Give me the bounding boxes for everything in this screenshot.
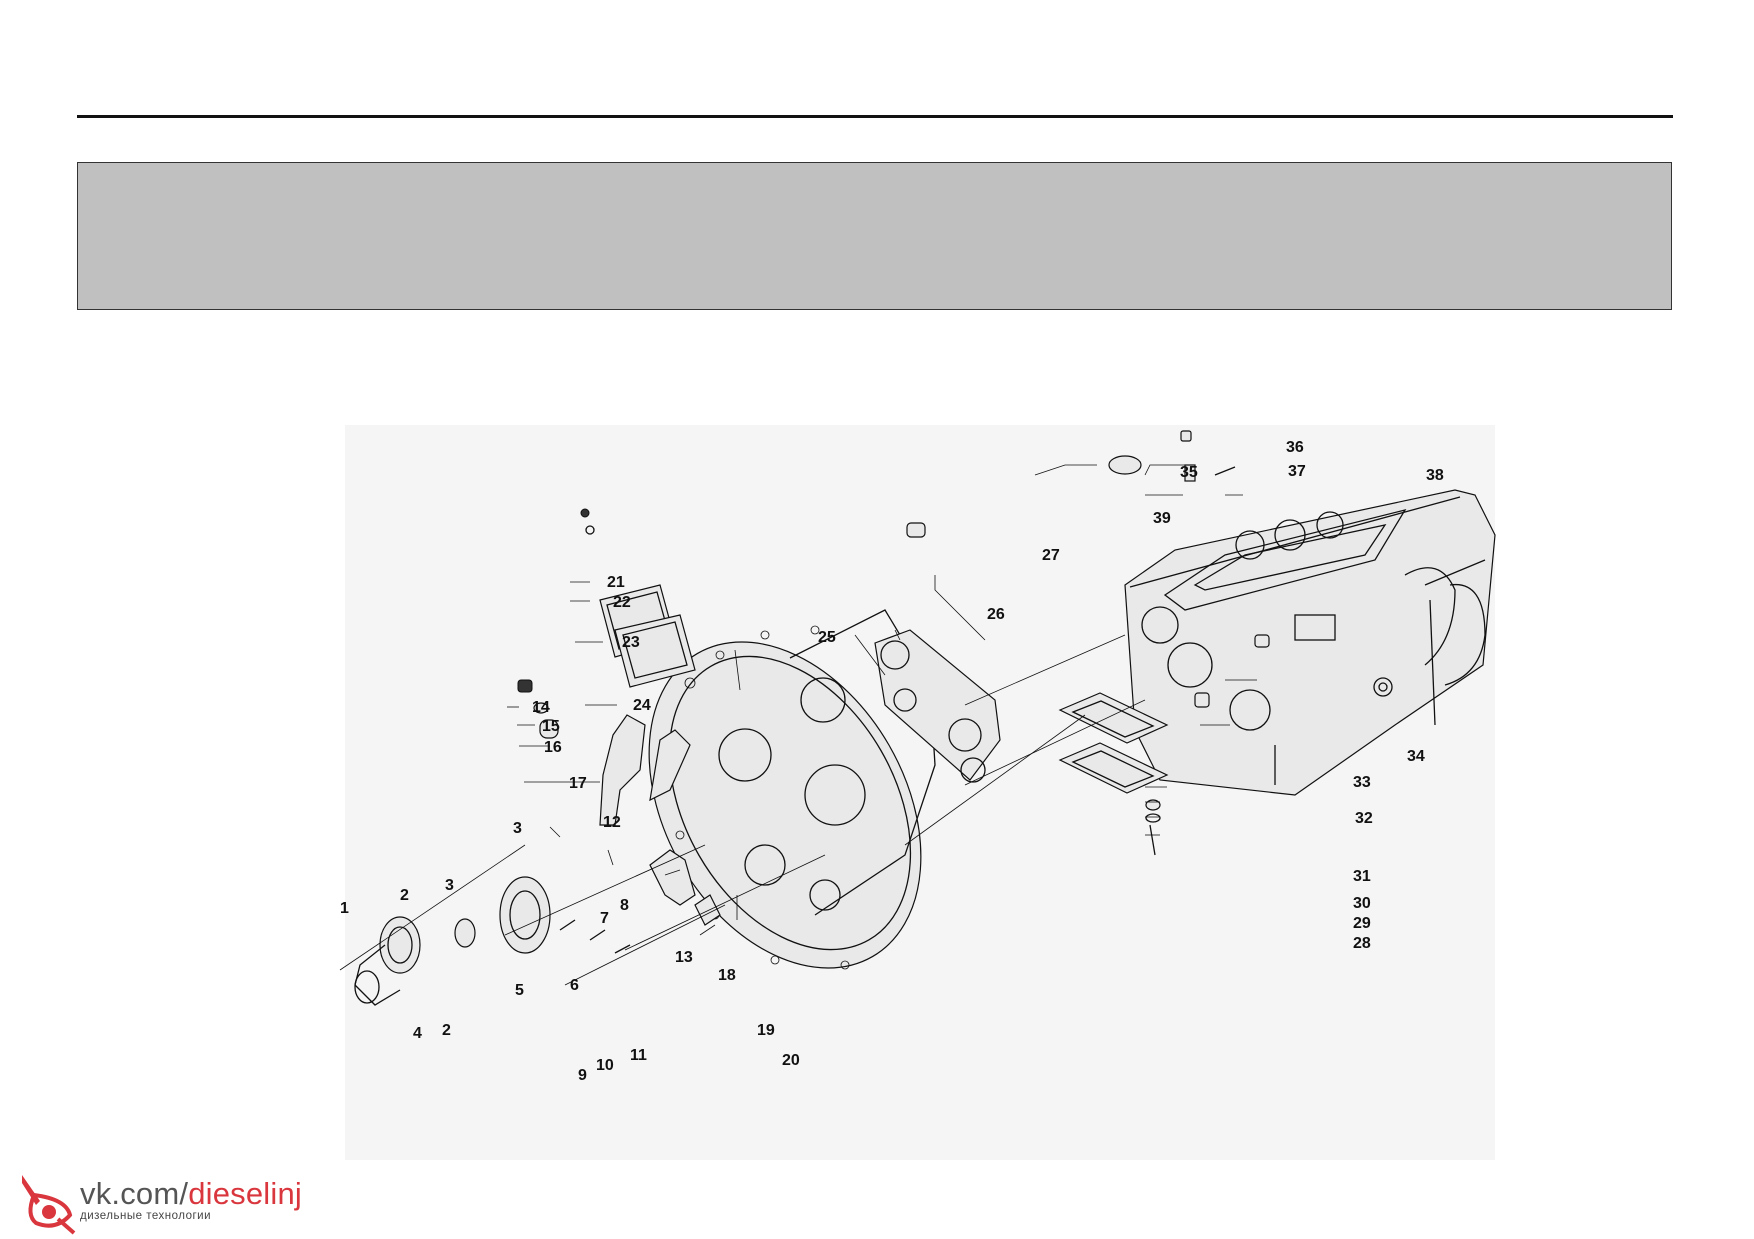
callout-5: 5 [515, 982, 524, 999]
callout-4: 4 [413, 1025, 422, 1042]
callout-26: 26 [987, 606, 1005, 623]
watermark: vk.com/dieselinj дизельные технологии [80, 1178, 302, 1223]
callout-6: 6 [570, 977, 579, 994]
callout-28: 28 [1353, 935, 1371, 952]
shift-fork [599, 714, 721, 926]
callout-24: 24 [633, 697, 651, 714]
callout-29: 29 [1353, 915, 1371, 932]
exploded-view-svg: 1 2 3 3 4 2 5 6 7 8 9 10 11 12 13 14 15 … [339, 430, 1496, 1084]
leader-lines [507, 464, 1257, 936]
callout-2a: 2 [400, 887, 409, 904]
callout-25: 25 [818, 629, 836, 646]
watermark-url-accent: dieselinj [188, 1176, 303, 1211]
callout-16: 16 [544, 739, 562, 756]
callout-21: 21 [607, 574, 625, 591]
callout-numbers: 1 2 3 3 4 2 5 6 7 8 9 10 11 12 13 14 15 … [340, 439, 1444, 1084]
callout-2b: 2 [442, 1022, 451, 1039]
callout-37: 37 [1288, 463, 1306, 480]
callout-15: 15 [542, 718, 560, 735]
callout-20: 20 [782, 1052, 800, 1069]
watermark-url[interactable]: vk.com/dieselinj [80, 1178, 302, 1210]
header-band [77, 162, 1672, 310]
callout-33: 33 [1353, 774, 1371, 791]
callout-17: 17 [569, 775, 587, 792]
input-cover [354, 876, 551, 1006]
callout-7: 7 [600, 910, 609, 927]
cover-gaskets [599, 584, 696, 688]
callout-3b: 3 [513, 820, 522, 837]
callout-1: 1 [340, 900, 349, 917]
callout-22: 22 [613, 594, 631, 611]
callout-30: 30 [1353, 895, 1371, 912]
callout-23: 23 [622, 634, 640, 651]
fuel-injector-icon [22, 1175, 76, 1235]
watermark-subtitle: дизельные технологии [80, 1210, 212, 1222]
callout-10: 10 [596, 1057, 614, 1074]
alignment-lines [339, 634, 1146, 986]
callout-13: 13 [675, 949, 693, 966]
callout-11: 11 [630, 1047, 647, 1064]
gasket-26 [874, 629, 1001, 783]
callout-35: 35 [1180, 464, 1198, 481]
callout-36: 36 [1286, 439, 1304, 456]
callout-3: 3 [445, 877, 454, 894]
callout-19: 19 [757, 1022, 775, 1039]
callout-27: 27 [1042, 547, 1060, 564]
watermark-url-prefix: vk.com/ [80, 1176, 189, 1211]
callout-39: 39 [1153, 510, 1171, 527]
transmission-housing [1124, 489, 1496, 796]
callout-38: 38 [1426, 467, 1444, 484]
callout-9: 9 [578, 1067, 587, 1084]
callout-32: 32 [1355, 810, 1373, 827]
top-rule [77, 115, 1673, 118]
callout-31: 31 [1353, 868, 1371, 885]
callout-12: 12 [603, 814, 621, 831]
callout-8: 8 [620, 897, 629, 914]
bottom-plates [1058, 692, 1169, 794]
callout-18: 18 [718, 967, 736, 984]
hardware [517, 430, 1270, 954]
callout-34: 34 [1407, 748, 1425, 765]
callout-14: 14 [532, 699, 550, 716]
exploded-diagram: 1 2 3 3 4 2 5 6 7 8 9 10 11 12 13 14 15 … [339, 425, 1496, 1160]
